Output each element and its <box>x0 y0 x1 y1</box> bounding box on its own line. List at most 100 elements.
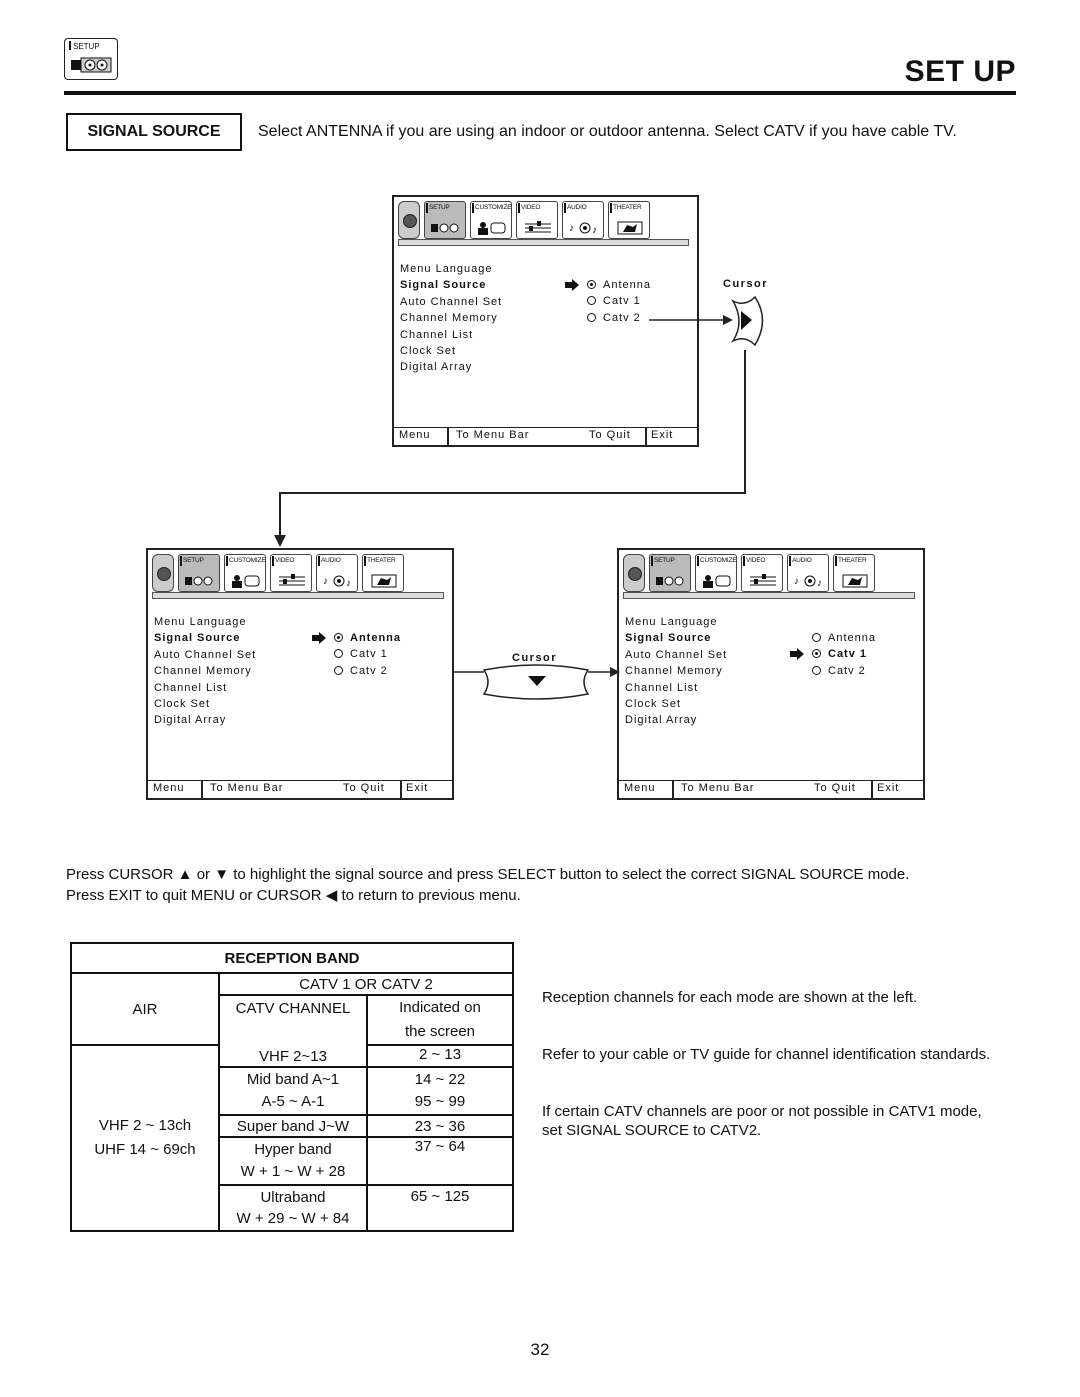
menu-item[interactable]: Auto Channel Set <box>154 648 257 661</box>
tab-label: AUDIO <box>321 557 341 564</box>
radio-icon[interactable] <box>587 280 596 289</box>
tab-label: THEATER <box>367 557 396 564</box>
air-label: AIR <box>70 972 220 1046</box>
svg-text:♪: ♪ <box>569 223 574 234</box>
band-hyper-line-2: W + 1 ~ W + 28 <box>240 1163 346 1180</box>
audio-tab[interactable]: AUDIO♪♪ <box>316 554 358 592</box>
svg-text:♪: ♪ <box>323 576 328 587</box>
catv-channel-label: CATV CHANNEL <box>218 994 368 1045</box>
radio-icon[interactable] <box>334 649 343 659</box>
footer-exit: Exit <box>651 429 674 441</box>
video-tab[interactable]: VIDEO <box>741 554 783 592</box>
customize-tab[interactable]: CUSTOMIZE <box>470 201 512 239</box>
setup-tab[interactable]: SETUP <box>178 554 220 592</box>
page-title: SET UP <box>904 55 1016 88</box>
menu-item[interactable]: Channel Memory <box>625 665 723 678</box>
signal-source-label: SIGNAL SOURCE <box>66 113 242 151</box>
menu-item[interactable]: Digital Array <box>625 714 698 727</box>
option-catv-2[interactable]: Catv 2 <box>812 663 876 679</box>
note-refer: Refer to your cable or TV guide for chan… <box>542 1046 991 1063</box>
footer-to-quit: To Quit <box>343 782 385 794</box>
menu-item[interactable]: Channel Memory <box>154 665 252 678</box>
audio-tab[interactable]: AUDIO♪♪ <box>562 201 604 239</box>
menu-item[interactable]: Clock Set <box>625 698 682 711</box>
setup-tab[interactable]: SETUP <box>649 554 691 592</box>
menu-item[interactable]: Channel List <box>154 681 228 694</box>
menu-item[interactable]: Channel List <box>400 328 474 341</box>
setup-tab[interactable]: SETUP <box>424 201 466 239</box>
option-catv-1[interactable]: Catv 1 <box>812 646 876 662</box>
band-hyper: Hyper band W + 1 ~ W + 28 <box>218 1136 368 1186</box>
menu-item[interactable]: Clock Set <box>400 345 457 358</box>
footer-to-menu-bar: To Menu Bar <box>681 782 755 794</box>
menu-item[interactable]: Menu Language <box>400 263 493 275</box>
option-label: Catv 2 <box>603 311 641 324</box>
menu-item[interactable]: Clock Set <box>154 698 211 711</box>
ch-mid-line-2: 95 ~ 99 <box>414 1093 466 1110</box>
menu-item[interactable]: Signal Source <box>400 279 487 292</box>
option-antenna[interactable]: Antenna <box>812 630 876 646</box>
air-bands: VHF 2 ~ 13ch UHF 14 ~ 69ch <box>70 1044 220 1232</box>
option-catv-1[interactable]: Catv 1 <box>587 293 651 309</box>
dial-icon <box>623 554 645 592</box>
band-vhf: VHF 2~13 <box>218 1044 368 1068</box>
band-mid: Mid band A~1 A-5 ~ A-1 <box>218 1066 368 1116</box>
radio-icon[interactable] <box>812 649 821 659</box>
option-catv-2[interactable]: Catv 2 <box>334 663 401 679</box>
menu-item[interactable]: Signal Source <box>154 632 241 645</box>
menu-bar <box>623 592 915 599</box>
tab-label: VIDEO <box>521 204 541 211</box>
menu-item[interactable]: Digital Array <box>154 714 227 727</box>
footer-menu: Menu <box>399 429 431 441</box>
tab-label: CUSTOMIZE <box>700 557 737 564</box>
option-label: Catv 1 <box>828 648 868 661</box>
option-antenna[interactable]: Antenna <box>334 630 401 646</box>
ch-vhf: 2 ~ 13 <box>366 1044 514 1068</box>
menu-item[interactable]: Auto Channel Set <box>400 295 503 308</box>
theater-tab[interactable]: THEATER <box>608 201 650 239</box>
video-tab[interactable]: VIDEO <box>516 201 558 239</box>
video-tab[interactable]: VIDEO <box>270 554 312 592</box>
menu-bar <box>152 592 444 599</box>
menu-item[interactable]: Channel Memory <box>400 312 498 325</box>
theater-tab[interactable]: THEATER <box>833 554 875 592</box>
menu-item[interactable]: Menu Language <box>154 616 247 628</box>
footer-to-quit: To Quit <box>814 782 856 794</box>
customize-tab[interactable]: CUSTOMIZE <box>695 554 737 592</box>
menu-item[interactable]: Auto Channel Set <box>625 648 728 661</box>
menu-item[interactable]: Signal Source <box>625 632 712 645</box>
tab-label: CUSTOMIZE <box>229 557 266 564</box>
option-catv-2[interactable]: Catv 2 <box>587 310 651 326</box>
menu-item[interactable]: Menu Language <box>625 616 718 628</box>
theater-tab[interactable]: THEATER <box>362 554 404 592</box>
note-catv-1: If certain CATV channels are poor or not… <box>542 1103 982 1120</box>
radio-icon[interactable] <box>812 633 821 642</box>
radio-icon[interactable] <box>812 665 821 675</box>
vhf-range: VHF 2 ~ 13ch <box>98 1117 192 1134</box>
indicated-on-screen: Indicated on the screen <box>366 994 514 1046</box>
option-label: Antenna <box>828 632 876 644</box>
setup-icon-label: SETUP <box>69 41 100 51</box>
menu-bar <box>398 239 689 246</box>
select-arrow-icon <box>565 279 579 291</box>
radio-icon[interactable] <box>587 312 596 322</box>
radio-icon[interactable] <box>334 665 343 675</box>
tab-label: VIDEO <box>746 557 766 564</box>
menu-item[interactable]: Channel List <box>625 681 699 694</box>
option-catv-1[interactable]: Catv 1 <box>334 646 401 662</box>
audio-tab[interactable]: AUDIO♪♪ <box>787 554 829 592</box>
tab-label: SETUP <box>654 557 675 564</box>
option-label: Catv 1 <box>603 295 641 308</box>
customize-tab[interactable]: CUSTOMIZE <box>224 554 266 592</box>
option-antenna[interactable]: Antenna <box>587 277 651 293</box>
menu-item[interactable]: Digital Array <box>400 361 473 374</box>
tv-screen-right: SETUP CUSTOMIZE VIDEO AUDIO♪♪THEATER Menu La… <box>617 548 925 800</box>
radio-icon[interactable] <box>334 633 343 642</box>
radio-icon[interactable] <box>587 296 596 306</box>
